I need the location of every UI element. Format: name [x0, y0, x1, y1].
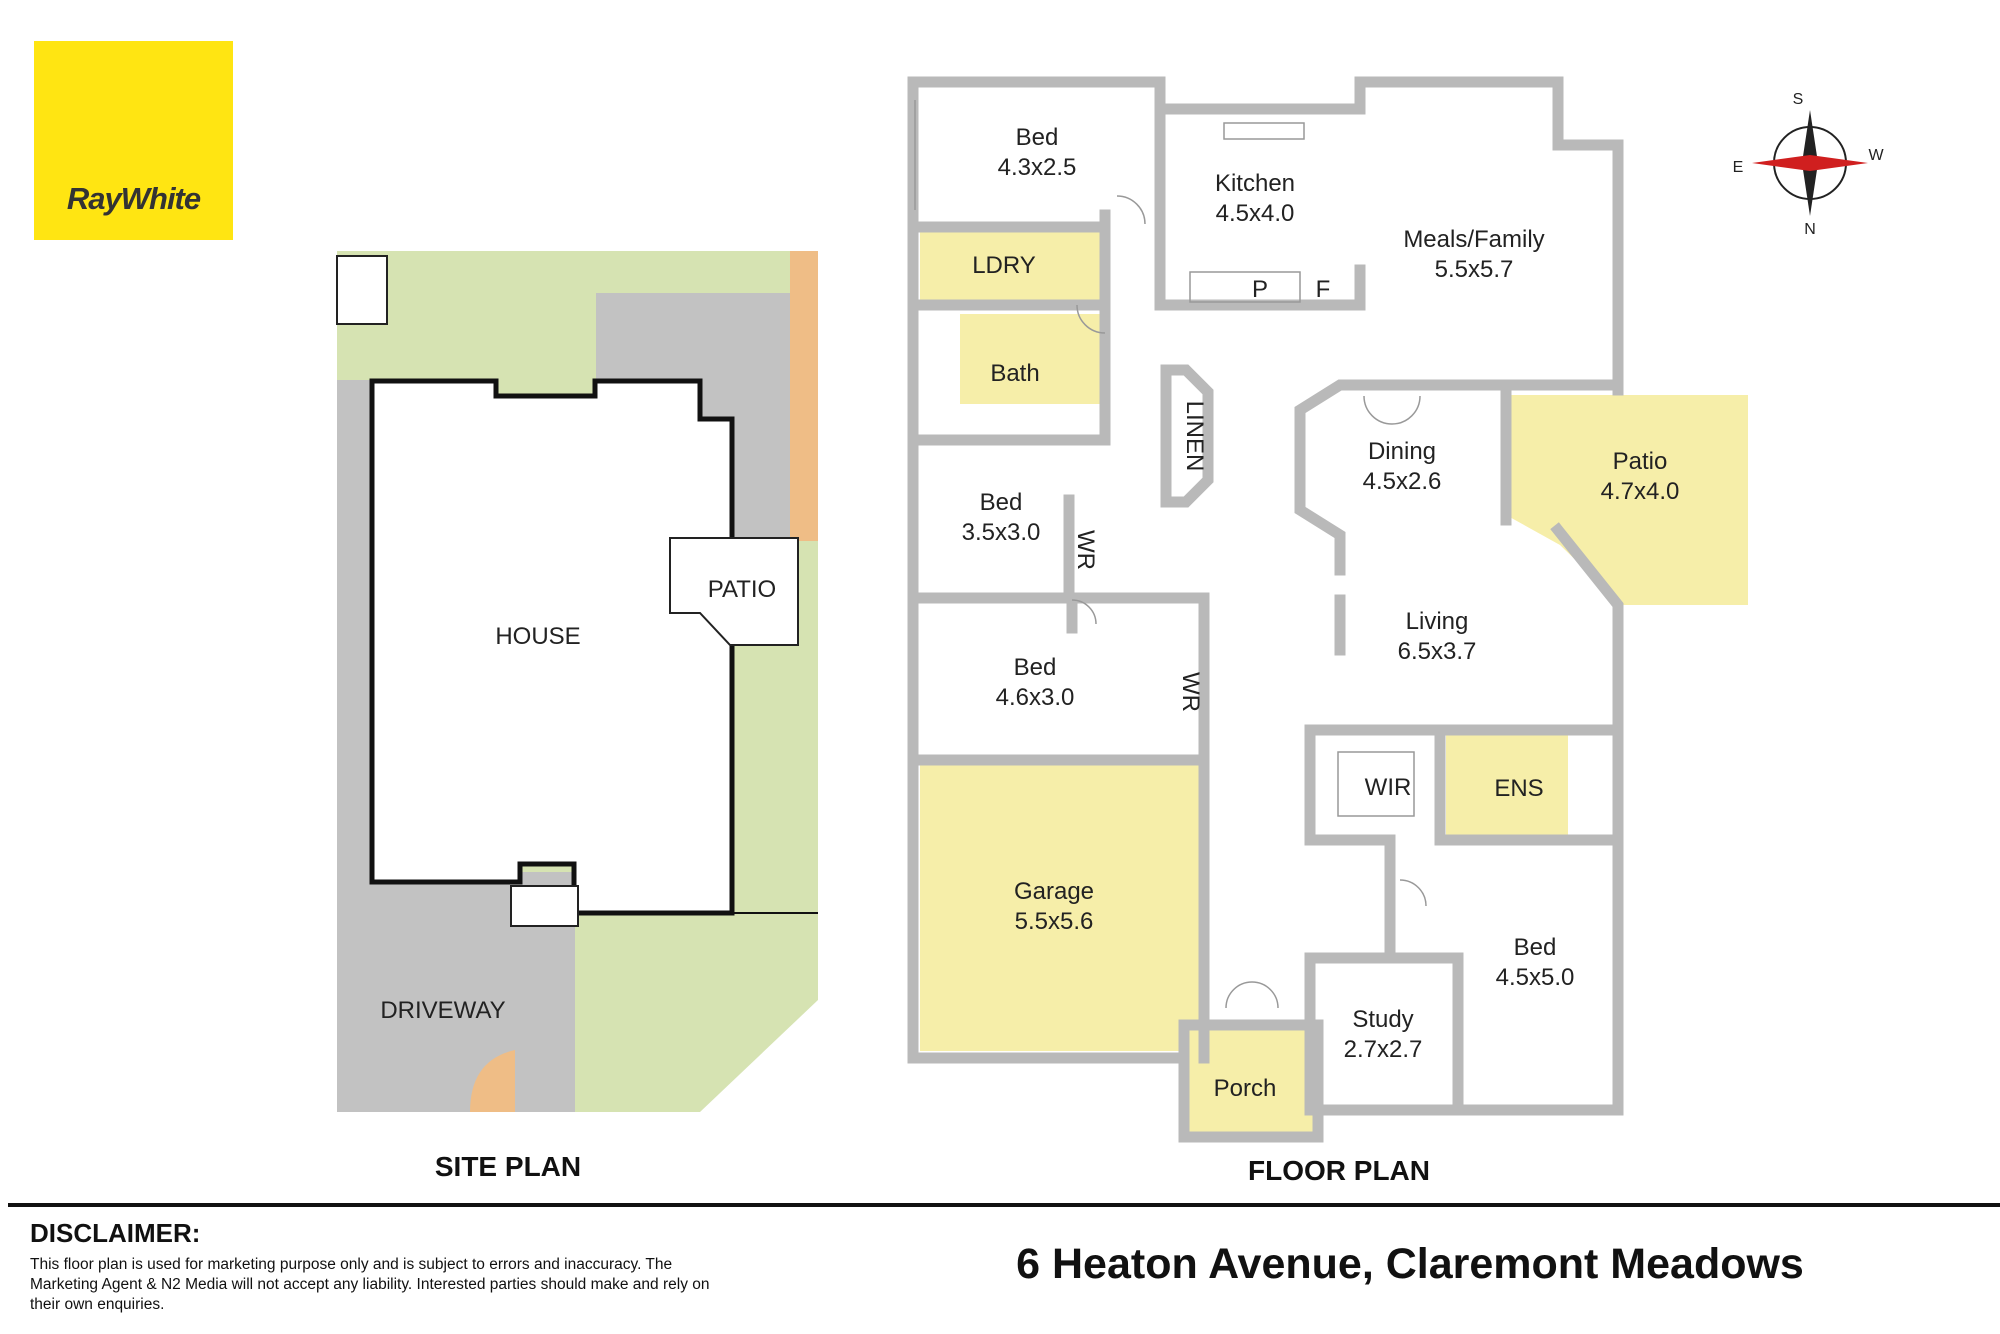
room-meals-size: 5.5x5.7	[1435, 256, 1514, 283]
site-mulch-strip	[790, 251, 818, 541]
room-ens-label: ENS	[1494, 775, 1543, 802]
logo-text: RayWhite	[66, 181, 201, 216]
site-plan: HOUSE PATIO DRIVEWAY SITE PLAN	[336, 251, 818, 1182]
room-bed3-size: 4.6x3.0	[996, 684, 1075, 711]
room-bath-name: Bath	[990, 360, 1039, 387]
site-label-house: HOUSE	[495, 623, 580, 650]
room-bed3-name: Bed	[1014, 654, 1057, 681]
room-kitchen-name: Kitchen	[1215, 170, 1295, 197]
room-dining-size: 4.5x2.6	[1363, 468, 1442, 495]
disclaimer-text: This floor plan is used for marketing pu…	[30, 1256, 710, 1313]
compass-label-e: E	[1733, 159, 1744, 176]
ens-fill	[1446, 735, 1568, 839]
room-study-name: Study	[1352, 1006, 1413, 1033]
room-patio-size: 4.7x4.0	[1601, 478, 1680, 505]
compass-label-s: S	[1793, 91, 1804, 108]
bath-fill	[960, 314, 1100, 404]
room-dining-name: Dining	[1368, 438, 1436, 465]
room-fridge-label: F	[1316, 276, 1331, 303]
site-label-patio: PATIO	[708, 576, 776, 603]
floor-plan-title: FLOOR PLAN	[1248, 1155, 1430, 1186]
room-wir-label: WIR	[1365, 774, 1412, 801]
house-footprint	[369, 378, 735, 916]
fixtures	[914, 100, 1427, 1009]
room-wr1-label: WR	[1072, 530, 1099, 570]
room-kitchen-size: 4.5x4.0	[1216, 200, 1295, 227]
room-patio-name: Patio	[1613, 448, 1668, 475]
room-bed2-size: 3.5x3.0	[962, 519, 1041, 546]
room-garage-name: Garage	[1014, 878, 1094, 905]
compass-label-n: N	[1804, 221, 1816, 238]
site-label-driveway: DRIVEWAY	[380, 997, 505, 1024]
room-bed2-name: Bed	[980, 489, 1023, 516]
site-shed	[336, 255, 388, 325]
room-living-name: Living	[1406, 608, 1469, 635]
room-wr2-label: WR	[1177, 672, 1204, 712]
room-porch-label: Porch	[1214, 1075, 1277, 1102]
property-address: 6 Heaton Avenue, Claremont Meadows	[1016, 1240, 1804, 1288]
room-bed1-name: Bed	[1016, 124, 1059, 151]
room-study-size: 2.7x2.7	[1344, 1036, 1423, 1063]
room-bed4-name: Bed	[1514, 934, 1557, 961]
walls	[907, 76, 1624, 1143]
patio-fill	[1506, 395, 1748, 605]
room-bed1-size: 4.3x2.5	[998, 154, 1077, 181]
disclaimer-title: DISCLAIMER:	[30, 1218, 201, 1248]
room-bed4-size: 4.5x5.0	[1496, 964, 1575, 991]
room-living-size: 6.5x3.7	[1398, 638, 1477, 665]
ldry-fill	[920, 228, 1100, 302]
room-pantry-label: P	[1252, 276, 1268, 303]
raywhite-logo: RayWhite	[34, 41, 233, 240]
compass-needle-horizontal	[1752, 155, 1868, 171]
driveway-mulch-curve	[470, 1050, 515, 1112]
room-linen-label: LINEN	[1181, 401, 1208, 472]
driveway-area	[337, 872, 575, 1112]
garage-fill	[920, 765, 1204, 1051]
disclaimer-block: DISCLAIMER: This floor plan is used for …	[30, 1218, 730, 1315]
compass-label-w: W	[1868, 147, 1884, 164]
site-patio	[669, 537, 799, 646]
compass-rose: S E W N	[1733, 91, 1885, 238]
floor-plan: Bed 4.3x2.5 Kitchen 4.5x4.0 Meals/Family…	[907, 76, 1748, 1186]
room-meals-name: Meals/Family	[1403, 226, 1544, 253]
site-porch	[510, 885, 579, 927]
room-ldry-name: LDRY	[972, 252, 1036, 279]
site-plan-title: SITE PLAN	[435, 1151, 581, 1182]
room-garage-size: 5.5x5.6	[1015, 908, 1094, 935]
